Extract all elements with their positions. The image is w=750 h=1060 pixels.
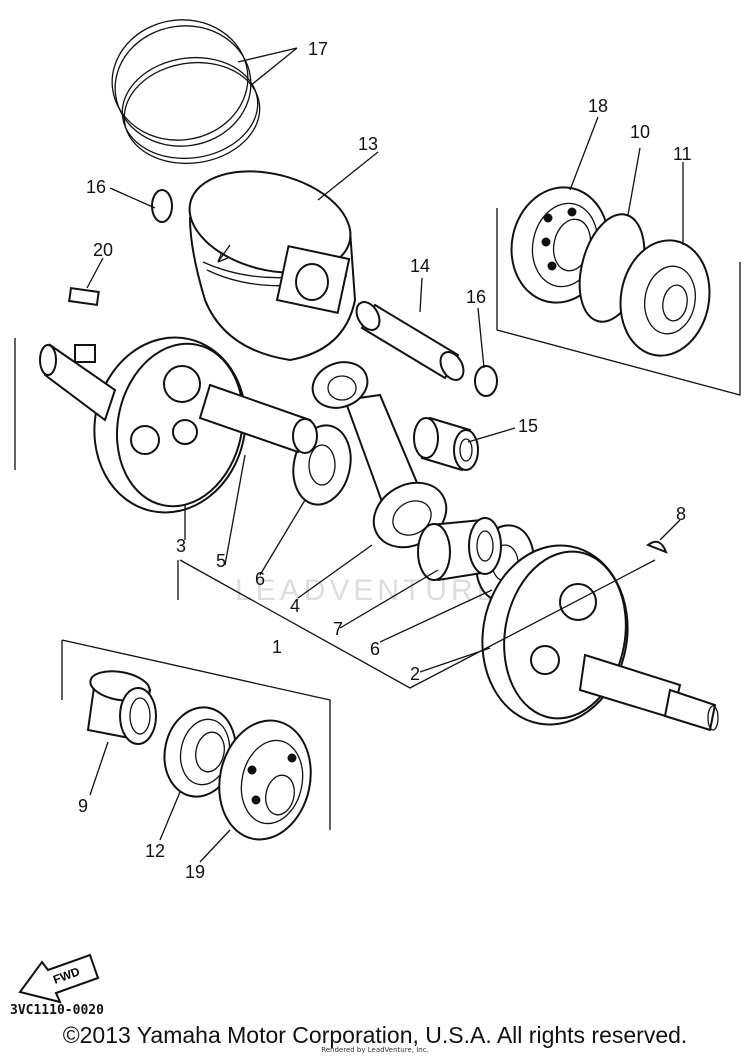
- bracket-lower-group: [61, 639, 331, 830]
- bearing-19: [218, 719, 312, 841]
- connecting-rod-4: [311, 361, 448, 549]
- bearing-12: [163, 706, 237, 798]
- callout-14: 14: [410, 256, 430, 276]
- callout-17: 17: [308, 39, 328, 59]
- bracket-bearing-group: [496, 208, 741, 396]
- watermark-text: LEADVENTURE: [235, 574, 501, 607]
- callout-11: 11: [673, 144, 692, 164]
- crank-pin-5: [198, 383, 318, 454]
- callout-15: 15: [518, 416, 538, 436]
- callout-4: 4: [290, 596, 300, 616]
- callout-19: 19: [185, 862, 205, 882]
- piston-pin-14: [355, 301, 465, 381]
- key-20: [68, 286, 100, 307]
- callout-2: 2: [410, 664, 420, 684]
- callout-9: 9: [78, 796, 88, 816]
- piston-13: [188, 170, 357, 362]
- callout-7: 7: [333, 619, 343, 639]
- leader-lines: [86, 47, 684, 863]
- callout-1: 1: [272, 637, 282, 657]
- fwd-arrow-icon: FWD: [18, 953, 100, 1004]
- callout-3: 3: [176, 536, 186, 556]
- key-8: [645, 540, 668, 554]
- callout-6-right: 6: [370, 639, 380, 659]
- callout-16-left: 16: [86, 177, 106, 197]
- needle-bearing-15: [413, 416, 479, 472]
- callout-18: 18: [588, 96, 608, 116]
- bearing-7: [417, 517, 502, 582]
- callout-numbers: 1 2 3 4 5 6 6 7 8 9 10 11 12 13 14 15 16…: [78, 39, 692, 882]
- piston-rings: [111, 19, 261, 165]
- callout-13: 13: [358, 134, 378, 154]
- diagram-code: 3VC1110-0020: [10, 1003, 104, 1018]
- crank-wheel-left-3: [39, 336, 247, 514]
- rendered-by-text: Rendered by LeadVenture, Inc.: [321, 1046, 429, 1054]
- crank-wheel-right-2: [481, 544, 719, 732]
- callout-20: 20: [93, 240, 113, 260]
- circlip-16-right: [474, 365, 498, 397]
- bushing-9: [86, 670, 157, 745]
- callout-8: 8: [676, 504, 686, 524]
- callout-10: 10: [630, 122, 650, 142]
- callout-16-right: 16: [466, 287, 486, 307]
- callout-5: 5: [216, 551, 226, 571]
- circlip-16-left: [151, 189, 173, 223]
- oil-seal-11: [619, 239, 711, 357]
- copyright-text: ©2013 Yamaha Motor Corporation, U.S.A. A…: [62, 1022, 688, 1048]
- bracket-crank-assembly: [14, 338, 656, 689]
- callout-12: 12: [145, 841, 165, 861]
- callout-6-left: 6: [255, 569, 265, 589]
